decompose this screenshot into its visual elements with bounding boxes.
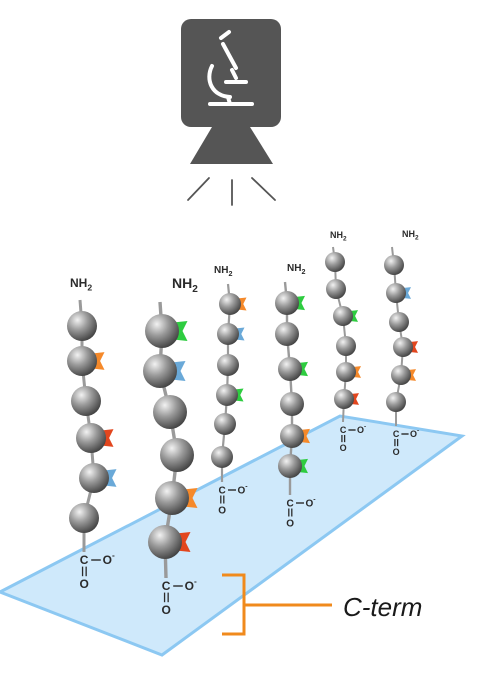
amino-acid-bead [326, 279, 346, 299]
n-terminus-label: NH2 [287, 263, 305, 276]
detection-rays [187, 177, 276, 206]
amino-acid-bead [389, 312, 409, 332]
amino-acid-bead [280, 424, 304, 448]
amino-acid-bead [325, 252, 345, 272]
c-terminus-oxygen: O [393, 447, 400, 457]
c-terminus-oxygen: O [161, 603, 170, 617]
amino-acid-bead [217, 323, 239, 345]
n-terminus-subscript: 2 [87, 283, 92, 293]
negative-charge: - [194, 576, 197, 586]
c-terminus-oxygen: O [79, 577, 88, 591]
amino-acid-bead [334, 389, 354, 409]
camera-body [181, 19, 281, 127]
c-terminus-ion: O- [410, 428, 419, 440]
c-term-bracket: C-term [222, 573, 422, 636]
c-terminus-ion: O- [238, 484, 249, 497]
detector-camera [181, 19, 281, 206]
amino-acid-bead [76, 423, 106, 453]
n-terminus-label: NH2 [330, 230, 347, 243]
microscope-camera-icon [207, 30, 254, 106]
amino-acid-bead [216, 384, 238, 406]
n-terminus-subscript: 2 [192, 284, 198, 295]
amino-acid-bead [69, 503, 99, 533]
c-terminus-oxygen: O [286, 519, 294, 530]
amino-acid-bead [211, 446, 233, 468]
n-terminus-label: NH2 [402, 229, 419, 242]
negative-charge: - [417, 428, 419, 435]
c-terminus-carbon: C [219, 486, 226, 497]
amino-acid-bead [160, 438, 194, 472]
c-term-label: C-term [343, 592, 422, 622]
n-terminus-subscript: 2 [301, 267, 305, 276]
bracket-line [222, 573, 332, 636]
amino-acid-bead [384, 255, 404, 275]
n-terminus-label: NH2 [214, 265, 232, 278]
amino-acid-bead [280, 392, 304, 416]
amino-acid-bead [386, 392, 406, 412]
amino-acid-bead [386, 283, 406, 303]
c-terminus-ion: O- [103, 550, 115, 567]
amino-acid-bead [67, 311, 97, 341]
amino-acid-bead [153, 395, 187, 429]
c-terminus-carbon: C [393, 429, 400, 439]
amino-acid-bead [275, 291, 299, 315]
amino-acid-bead [219, 293, 241, 315]
amino-acid-bead [148, 525, 182, 559]
slide-surface [0, 414, 466, 657]
amino-acid-bead [278, 357, 302, 381]
amino-acid-bead [67, 346, 97, 376]
n-terminus-subscript: 2 [228, 269, 232, 278]
amino-acid-bead [214, 413, 236, 435]
amino-acid-bead [155, 481, 189, 515]
amino-acid-bead [333, 306, 353, 326]
amino-acid-bead [391, 365, 411, 385]
c-terminus-carbon: C [287, 499, 294, 510]
amino-acid-bead [275, 322, 299, 346]
camera-lens-mount [190, 127, 273, 164]
c-terminus-carbon: C [340, 425, 347, 435]
amino-acid-bead [336, 336, 356, 356]
c-terminus-carbon: C [162, 579, 171, 593]
negative-charge: - [112, 550, 115, 560]
negative-charge: - [364, 424, 366, 431]
amino-acid-bead [79, 463, 109, 493]
amino-acid-bead [145, 314, 179, 348]
amino-acid-bead [71, 386, 101, 416]
n-terminus-subscript: 2 [415, 235, 419, 242]
amino-acid-bead [278, 454, 302, 478]
c-terminus-carbon: C [80, 553, 89, 567]
negative-charge: - [313, 497, 316, 504]
amino-acid-bead [393, 337, 413, 357]
amino-acid-bead [217, 354, 239, 376]
amino-acid-bead [143, 354, 177, 388]
amino-acid-bead [336, 362, 356, 382]
negative-charge: - [245, 484, 248, 491]
n-terminus-label: NH2 [70, 276, 92, 293]
n-terminus-subscript: 2 [343, 236, 347, 243]
c-terminus-ion: O- [357, 424, 366, 436]
n-terminus-label: NH2 [172, 275, 198, 295]
c-terminus-oxygen: O [340, 443, 347, 453]
c-terminus-oxygen: O [218, 506, 226, 517]
c-terminus-ion: O- [306, 497, 317, 510]
c-terminus-ion: O- [185, 576, 197, 593]
